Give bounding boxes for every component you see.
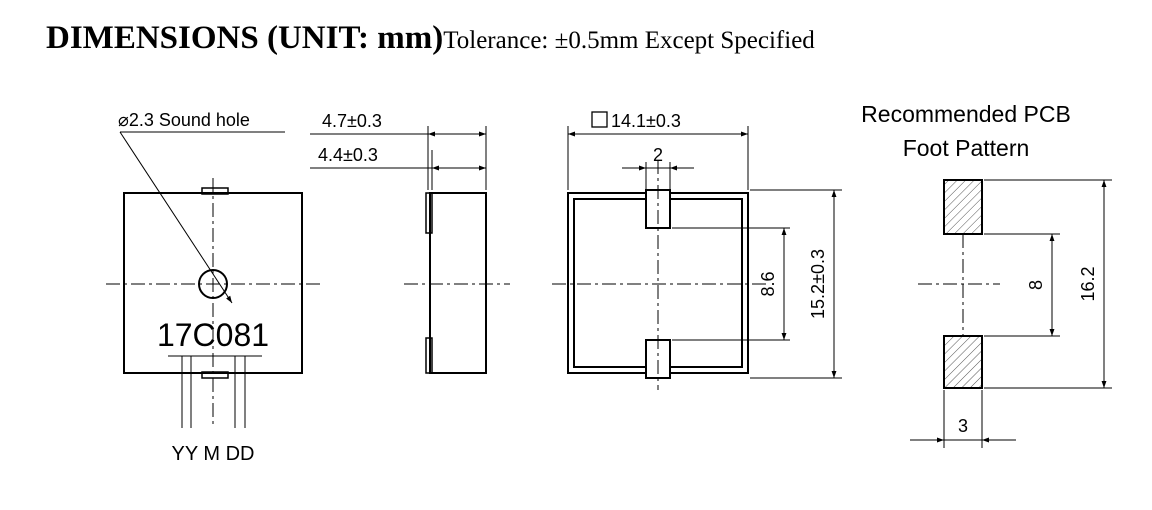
length-label: 15.2±0.3 xyxy=(808,249,828,319)
pcb-heading-line2: Foot Pattern xyxy=(903,135,1030,161)
front-bottom-tab xyxy=(201,371,229,379)
sound-hole-label: ⌀2.3 Sound hole xyxy=(118,110,250,130)
pcb-bottom-pad xyxy=(943,335,983,389)
title-tolerance: Tolerance: ±0.5mm Except Specified xyxy=(443,27,815,54)
side-body xyxy=(429,192,487,374)
pad-width-label: 2 xyxy=(653,145,663,165)
page-title: DIMENSIONS (UNIT: mm)Tolerance: ±0.5mm E… xyxy=(46,20,815,57)
date-code-label: YY M DD xyxy=(172,443,255,465)
marking-text: 17C081 xyxy=(157,317,269,353)
pcb-heading-line1: Recommended PCB xyxy=(861,101,1071,127)
total-height-label: 4.7±0.3 xyxy=(322,111,382,131)
overall-label: 16.2 xyxy=(1078,266,1098,301)
title-main: DIMENSIONS (UNIT: mm) xyxy=(46,20,444,56)
body-height-label: 4.4±0.3 xyxy=(318,145,378,165)
sound-hole xyxy=(198,269,228,299)
front-top-tab xyxy=(201,187,229,195)
side-bottom-terminal xyxy=(425,337,433,374)
pcb-foot-pattern: Recommended PCB Foot Pattern 8 16.2 3 xyxy=(861,101,1112,448)
pcb-top-pad xyxy=(943,179,983,235)
bottom-view: 14.1±0.3 2 8.6 15.2±0.3 xyxy=(552,111,842,390)
pad-gap-label: 8 xyxy=(1026,280,1046,290)
side-top-terminal xyxy=(425,192,433,234)
side-view: 4.7±0.3 4.4±0.3 xyxy=(310,111,510,374)
front-view: ⌀2.3 Sound hole 17C081 YY M DD xyxy=(106,110,322,465)
square-symbol xyxy=(591,111,608,128)
width-label: 14.1±0.3 xyxy=(611,111,681,131)
sound-hole-leader xyxy=(119,131,233,304)
inner-span-label: 8.6 xyxy=(758,271,778,296)
pcb-pad-width-label: 3 xyxy=(958,416,968,436)
